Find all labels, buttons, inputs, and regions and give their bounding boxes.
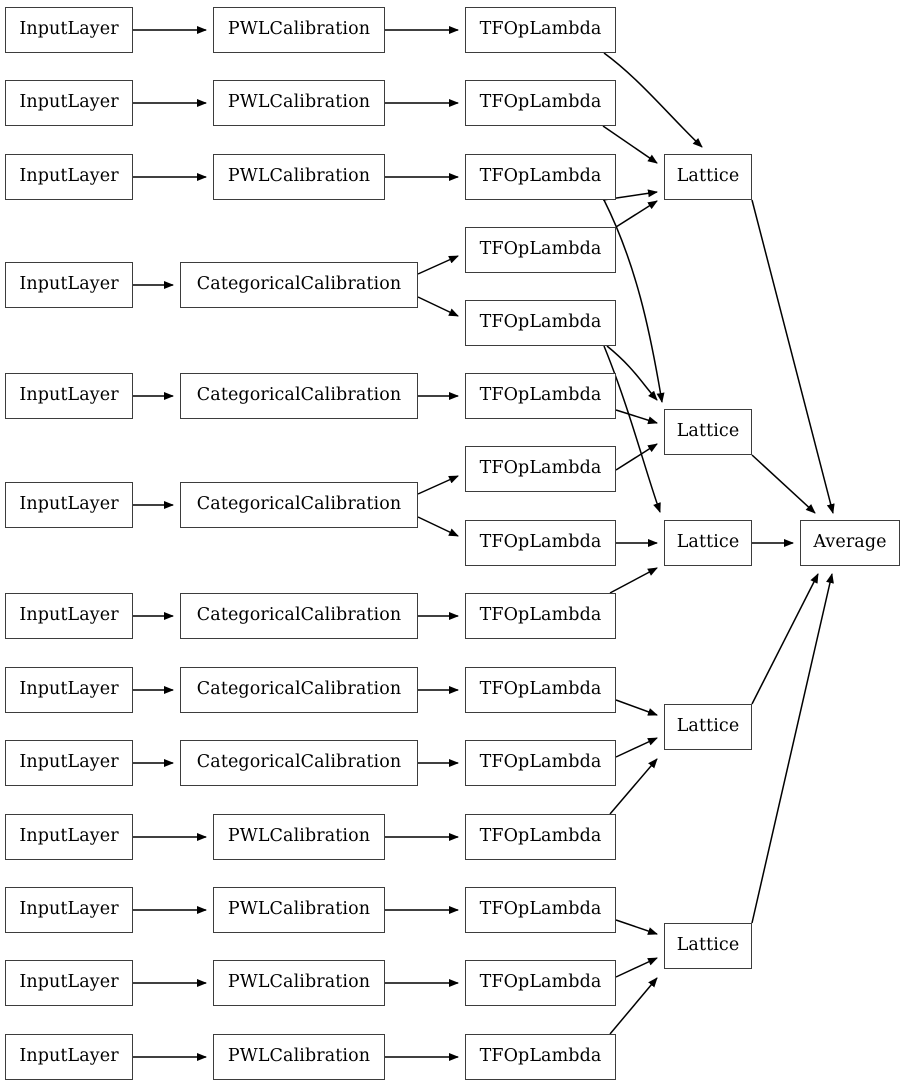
graph-node-lat4[interactable]: Lattice bbox=[664, 704, 752, 750]
graph-edge bbox=[417, 516, 459, 537]
graph-node-cal9[interactable]: CategoricalCalibration bbox=[180, 740, 418, 786]
graph-edge bbox=[417, 475, 459, 495]
graph-node-in3[interactable]: InputLayer bbox=[5, 154, 133, 200]
graph-node-op12[interactable]: TFOpLambda bbox=[465, 814, 616, 860]
graph-edge bbox=[417, 296, 459, 317]
graph-node-in9[interactable]: InputLayer bbox=[5, 740, 133, 786]
graph-node-in1[interactable]: InputLayer bbox=[5, 7, 133, 53]
graph-node-cal12[interactable]: PWLCalibration bbox=[213, 960, 385, 1006]
graph-node-cal3[interactable]: PWLCalibration bbox=[213, 154, 385, 200]
graph-node-op6[interactable]: TFOpLambda bbox=[465, 373, 616, 419]
graph-node-cal2[interactable]: PWLCalibration bbox=[213, 80, 385, 126]
graph-edge bbox=[609, 567, 658, 594]
graph-edge bbox=[751, 573, 834, 924]
graph-node-cal4[interactable]: CategoricalCalibration bbox=[180, 262, 418, 308]
graph-node-op5[interactable]: TFOpLambda bbox=[465, 300, 616, 346]
graph-edge bbox=[751, 199, 835, 514]
graph-edge bbox=[609, 977, 658, 1035]
graph-node-in7[interactable]: InputLayer bbox=[5, 593, 133, 639]
graph-node-lat2[interactable]: Lattice bbox=[664, 409, 752, 455]
graph-node-lat3[interactable]: Lattice bbox=[664, 520, 752, 566]
graph-node-op1[interactable]: TFOpLambda bbox=[465, 7, 616, 53]
graph-node-in8[interactable]: InputLayer bbox=[5, 667, 133, 713]
graph-node-cal6[interactable]: CategoricalCalibration bbox=[180, 482, 418, 528]
graph-node-lat5[interactable]: Lattice bbox=[664, 923, 752, 969]
graph-node-op4[interactable]: TFOpLambda bbox=[465, 227, 616, 273]
graph-edge bbox=[615, 699, 658, 716]
graph-node-cal10[interactable]: PWLCalibration bbox=[213, 814, 385, 860]
graph-node-in10[interactable]: InputLayer bbox=[5, 814, 133, 860]
graph-edge bbox=[751, 573, 819, 705]
graph-node-op7[interactable]: TFOpLambda bbox=[465, 446, 616, 492]
graph-node-op9[interactable]: TFOpLambda bbox=[465, 593, 616, 639]
graph-node-op10[interactable]: TFOpLambda bbox=[465, 667, 616, 713]
graph-node-op15[interactable]: TFOpLambda bbox=[465, 1034, 616, 1080]
graph-node-cal5[interactable]: CategoricalCalibration bbox=[180, 373, 418, 419]
graph-edge bbox=[615, 409, 658, 425]
graph-edge bbox=[609, 758, 658, 815]
graph-node-in6[interactable]: InputLayer bbox=[5, 482, 133, 528]
graph-node-op3[interactable]: TFOpLambda bbox=[465, 154, 616, 200]
graph-node-lat1[interactable]: Lattice bbox=[664, 154, 752, 200]
graph-node-cal13[interactable]: PWLCalibration bbox=[213, 1034, 385, 1080]
graph-edge bbox=[615, 957, 658, 978]
graph-edge bbox=[615, 919, 658, 935]
graph-node-op11[interactable]: TFOpLambda bbox=[465, 740, 616, 786]
graph-node-op14[interactable]: TFOpLambda bbox=[465, 960, 616, 1006]
graph-edge bbox=[615, 737, 658, 758]
graph-edge bbox=[603, 52, 703, 148]
graph-node-in12[interactable]: InputLayer bbox=[5, 960, 133, 1006]
graph-edge bbox=[417, 255, 459, 275]
graph-edge bbox=[615, 200, 658, 228]
graph-edge bbox=[751, 454, 816, 514]
graph-node-cal8[interactable]: CategoricalCalibration bbox=[180, 667, 418, 713]
graph-node-cal1[interactable]: PWLCalibration bbox=[213, 7, 385, 53]
graph-node-in5[interactable]: InputLayer bbox=[5, 373, 133, 419]
graph-node-op8[interactable]: TFOpLambda bbox=[465, 520, 616, 566]
graph-node-in2[interactable]: InputLayer bbox=[5, 80, 133, 126]
graph-node-op2[interactable]: TFOpLambda bbox=[465, 80, 616, 126]
graph-edge bbox=[615, 443, 658, 471]
graph-node-cal11[interactable]: PWLCalibration bbox=[213, 887, 385, 933]
graph-node-avg[interactable]: Average bbox=[800, 520, 900, 566]
graph-node-op13[interactable]: TFOpLambda bbox=[465, 887, 616, 933]
graph-node-in13[interactable]: InputLayer bbox=[5, 1034, 133, 1080]
graph-node-in4[interactable]: InputLayer bbox=[5, 262, 133, 308]
graph-node-in11[interactable]: InputLayer bbox=[5, 887, 133, 933]
graph-node-cal7[interactable]: CategoricalCalibration bbox=[180, 593, 418, 639]
